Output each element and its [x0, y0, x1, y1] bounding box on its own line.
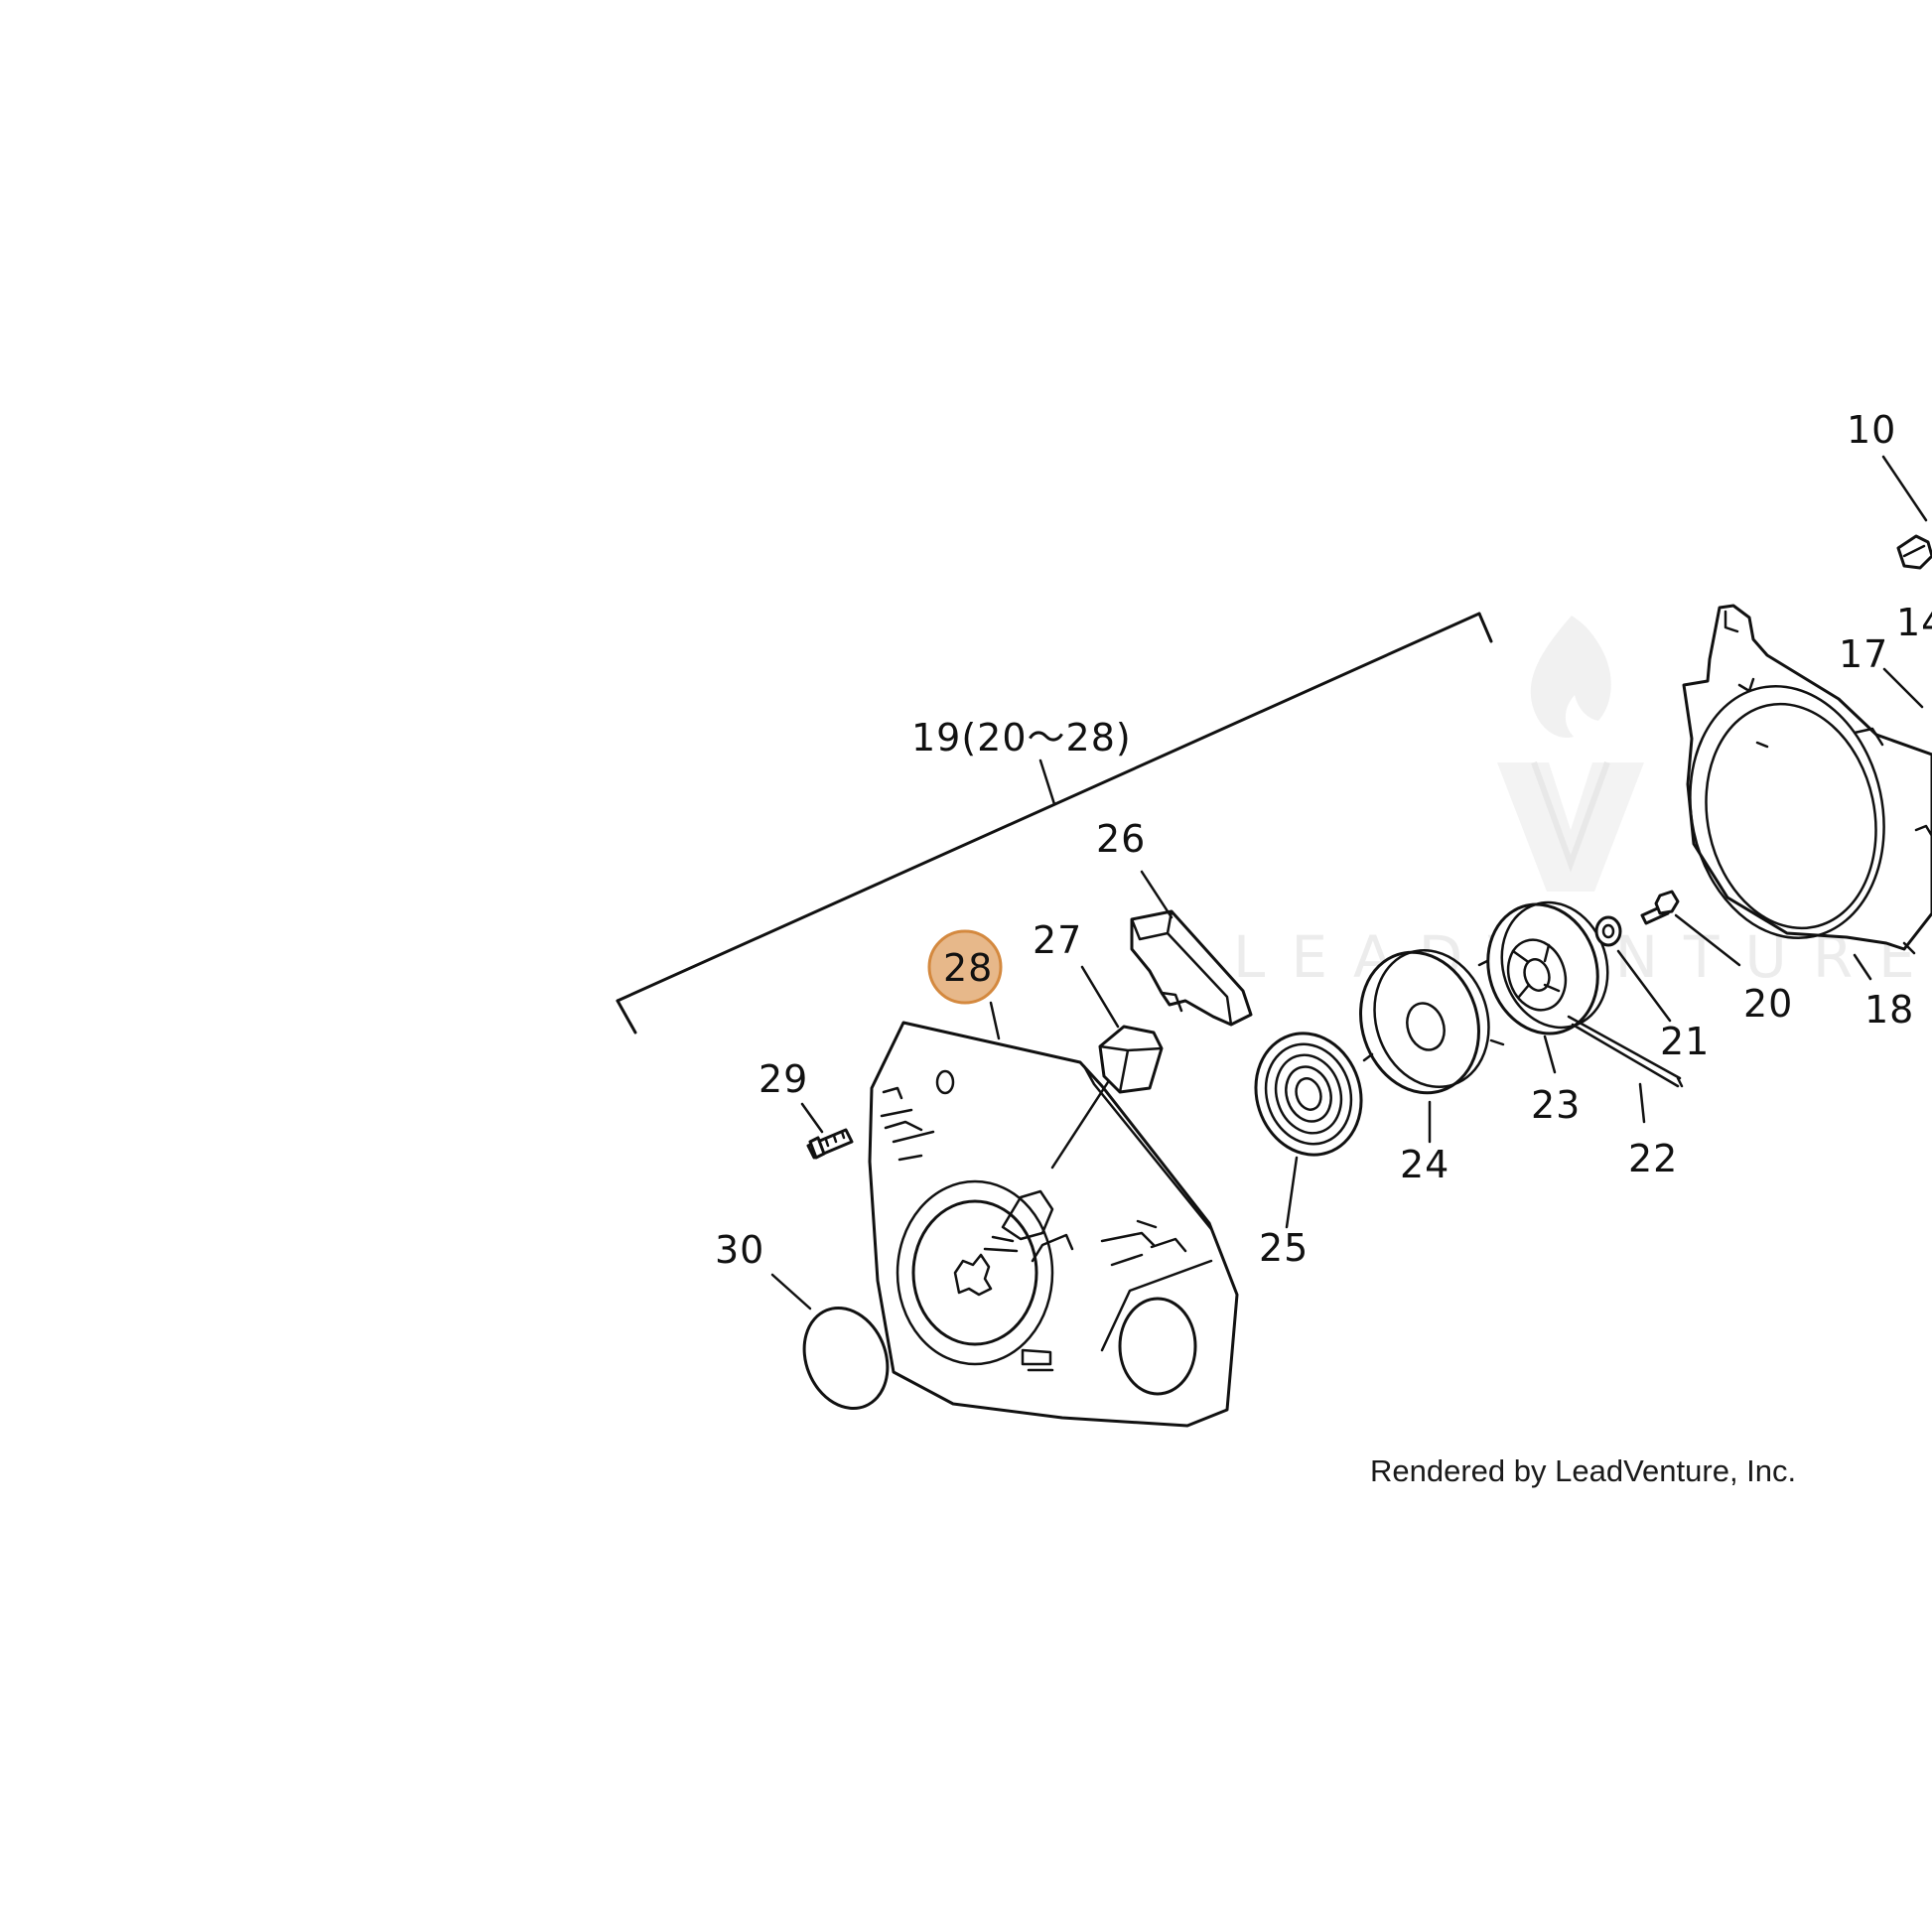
watermark-logo: [1497, 616, 1644, 892]
credit-text: Rendered by LeadVenture, Inc.: [1370, 1453, 1796, 1488]
starter-case-part: [868, 1021, 1239, 1428]
screw-part: [806, 1128, 854, 1160]
bolt-20-part: [1640, 890, 1680, 925]
part-label-29[interactable]: 29: [759, 1057, 808, 1101]
bolt-10-part: [1896, 534, 1932, 570]
gasket-part: [802, 1307, 890, 1410]
part-label-23[interactable]: 23: [1531, 1083, 1581, 1127]
assembly-bracket: [616, 612, 1493, 1035]
spring-case-part: [1359, 948, 1505, 1095]
part-label-10[interactable]: 10: [1847, 408, 1896, 452]
part-label-25[interactable]: 25: [1259, 1226, 1309, 1270]
recoil-spring-part: [1254, 1032, 1363, 1157]
part-label-14[interactable]: 14: [1896, 601, 1932, 644]
fan-cover-part: [1682, 604, 1932, 955]
highlight-marker-28[interactable]: [927, 929, 1003, 1005]
starter-handle-part: [1130, 909, 1253, 1027]
part-label-17[interactable]: 17: [1839, 632, 1888, 676]
part-label-26[interactable]: 26: [1096, 817, 1146, 861]
part-label-22[interactable]: 22: [1628, 1137, 1678, 1180]
part-label-18[interactable]: 18: [1864, 988, 1914, 1032]
part-label-28[interactable]: 28: [943, 946, 993, 990]
assembly-group-label: 19(20～28): [911, 716, 1132, 759]
rope-guide-part: [1098, 1025, 1164, 1094]
part-label-27[interactable]: 27: [1033, 918, 1082, 962]
pulley-part: [1486, 900, 1609, 1035]
part-label-20[interactable]: 20: [1743, 982, 1793, 1026]
part-label-24[interactable]: 24: [1400, 1143, 1449, 1186]
washer-part: [1594, 915, 1622, 947]
shaft-part: [1567, 1015, 1684, 1088]
leader-lines: [770, 455, 1928, 1311]
part-label-21[interactable]: 21: [1660, 1020, 1710, 1063]
part-label-30[interactable]: 30: [715, 1228, 764, 1272]
